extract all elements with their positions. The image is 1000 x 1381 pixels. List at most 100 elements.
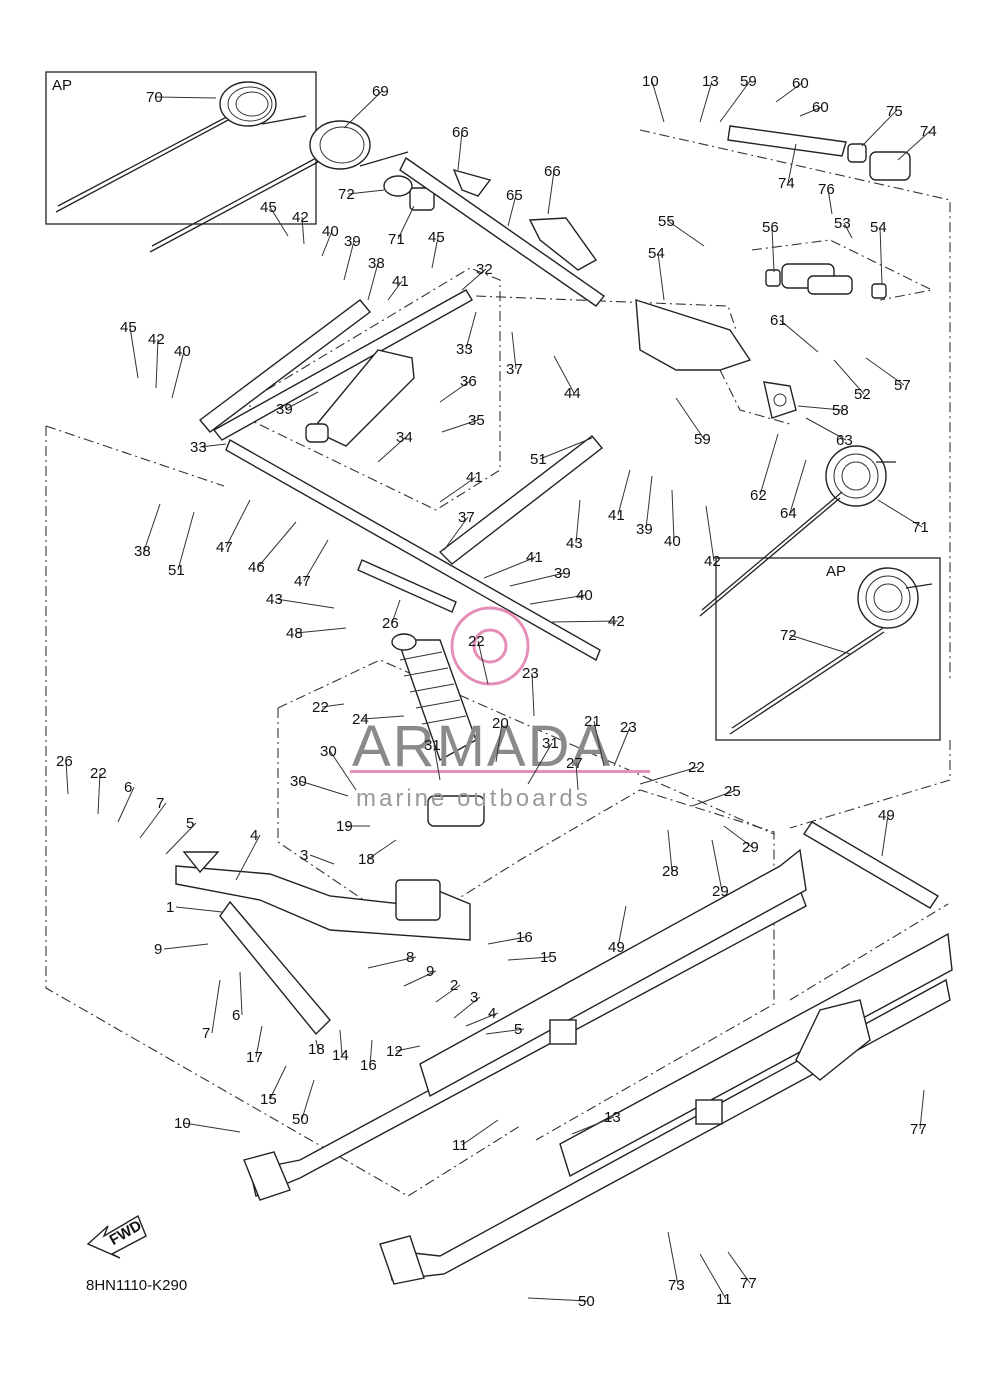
callout-label-39: 39 [554, 565, 571, 582]
callout-label-42: 42 [608, 613, 625, 630]
leader-line [897, 130, 931, 161]
leader-line [235, 834, 261, 881]
callout-label-3: 3 [470, 989, 478, 1006]
callout-label-18: 18 [358, 851, 375, 868]
callout-label-39: 39 [276, 401, 293, 418]
callout-label-72: 72 [338, 186, 355, 203]
callout-label-45: 45 [120, 319, 137, 336]
callout-label-18: 18 [308, 1041, 325, 1058]
leader-line [301, 1079, 315, 1120]
leader-line [617, 905, 627, 948]
callout-label-49: 49 [608, 939, 625, 956]
watermark: ARMADA marine outboards [350, 606, 650, 812]
leader-line [575, 762, 579, 791]
callout-label-27: 27 [566, 755, 583, 772]
callout-label-77: 77 [910, 1121, 927, 1138]
callout-label-13: 13 [604, 1109, 621, 1126]
leader-line [547, 170, 555, 215]
leader-line [843, 222, 853, 239]
callout-label-26: 26 [382, 615, 399, 632]
leader-line [645, 475, 653, 530]
callout-label-42: 42 [148, 331, 165, 348]
leader-line [711, 839, 723, 892]
leader-line [199, 443, 227, 448]
callout-label-71: 71 [388, 231, 405, 248]
callout-label-38: 38 [134, 543, 151, 560]
leader-line [529, 594, 587, 605]
callout-label-8: 8 [406, 949, 414, 966]
inset-box-right: AP [715, 557, 941, 741]
leader-line [465, 1012, 499, 1027]
callout-label-73: 73 [668, 1277, 685, 1294]
callout-label-39: 39 [344, 233, 361, 250]
callout-label-7: 7 [156, 795, 164, 812]
callout-label-6: 6 [232, 1007, 240, 1024]
callout-label-57: 57 [894, 377, 911, 394]
leader-line [477, 640, 489, 685]
leader-line [367, 956, 417, 969]
leader-line [239, 971, 243, 1016]
callout-label-66: 66 [544, 163, 561, 180]
top-right-shaft-56 [727, 125, 911, 181]
leader-line [797, 405, 843, 411]
callout-label-22: 22 [468, 633, 485, 650]
leader-line [97, 772, 101, 815]
callout-label-9: 9 [154, 941, 162, 958]
inset-box-top-left: AP [45, 71, 317, 225]
callout-label-69: 69 [372, 83, 389, 100]
callout-label-41: 41 [608, 507, 625, 524]
callout-label-36: 36 [460, 373, 477, 390]
callout-label-23: 23 [620, 719, 637, 736]
leader-line [321, 703, 345, 708]
callout-label-11: 11 [452, 1137, 468, 1154]
washer-icon [383, 175, 413, 197]
callout-label-2: 2 [450, 977, 458, 994]
callout-label-74: 74 [778, 175, 795, 192]
leader-line [225, 499, 251, 548]
callout-label-30: 30 [290, 773, 307, 790]
callout-label-41: 41 [392, 273, 409, 290]
leader-line [865, 357, 905, 386]
leader-line [329, 750, 357, 791]
callout-label-50: 50 [292, 1111, 309, 1128]
leader-line [487, 936, 527, 945]
callout-label-16: 16 [516, 929, 533, 946]
leader-line [789, 634, 851, 655]
callout-label-37: 37 [458, 509, 475, 526]
callout-label-56: 56 [762, 219, 779, 236]
leader-line [391, 599, 401, 624]
leader-line [369, 1039, 373, 1066]
leader-line [255, 1025, 263, 1058]
leader-line [527, 742, 553, 785]
leader-line [211, 979, 221, 1034]
leader-line [431, 236, 439, 269]
callout-label-1: 1 [166, 899, 174, 916]
leader-line [321, 230, 333, 257]
leader-line [453, 996, 481, 1019]
callout-label-37: 37 [506, 361, 523, 378]
slide-rail-left [243, 848, 807, 1201]
callout-label-74: 74 [920, 123, 937, 140]
callout-label-31: 31 [424, 737, 441, 754]
callout-label-10: 10 [174, 1115, 191, 1132]
ap-label-2: AP [826, 563, 846, 580]
callout-label-43: 43 [566, 535, 583, 552]
leader-line [775, 82, 803, 103]
callout-label-70: 70 [146, 89, 163, 106]
leader-line [397, 205, 415, 240]
leader-line [881, 814, 889, 857]
leader-line [719, 80, 751, 123]
callout-label-59: 59 [694, 431, 711, 448]
callout-label-40: 40 [576, 587, 593, 604]
fwd-arrow-icon: FWD [86, 1214, 147, 1259]
callout-label-33: 33 [190, 439, 207, 456]
callout-label-20: 20 [492, 715, 509, 732]
callout-label-50: 50 [578, 1293, 595, 1310]
callout-label-64: 64 [780, 505, 797, 522]
leader-line [129, 326, 139, 379]
callout-label-6: 6 [124, 779, 132, 796]
callout-label-61: 61 [770, 312, 787, 329]
leader-line [461, 1119, 499, 1146]
leader-line [177, 511, 195, 571]
